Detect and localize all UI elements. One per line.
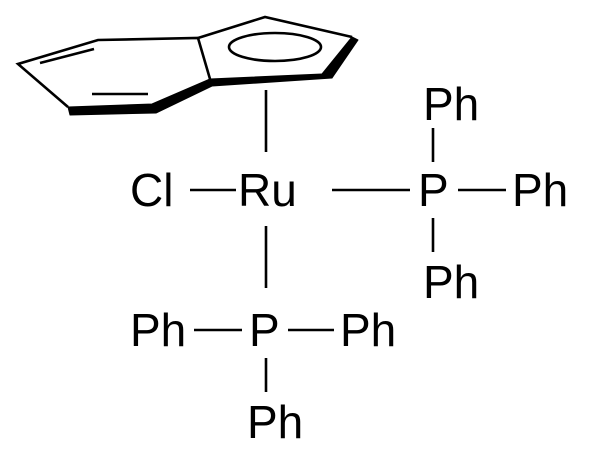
ru-atom: Ru (238, 164, 297, 216)
cl-atom: Cl (130, 164, 173, 216)
indenyl-aromatic-circle (227, 31, 323, 63)
indenyl-cp-ring-back (197, 15, 353, 40)
indenyl-ligand (15, 15, 359, 116)
indenyl-cp-right-wedge (321, 36, 359, 79)
p1-atom: P (418, 164, 449, 216)
p2-ph-left: Ph (130, 304, 186, 356)
indenyl-cp-front-wedge (209, 73, 333, 87)
p2-ph-bottom: Ph (247, 396, 303, 448)
indenyl-benzo-inner-bond-1 (39, 47, 95, 65)
p2-atom: P (249, 304, 280, 356)
indenyl-bottom-wedge (67, 78, 213, 116)
p1-ph-right: Ph (512, 164, 568, 216)
p1-ph-bottom: Ph (423, 256, 479, 308)
indenyl-benzo-ring-back (15, 36, 212, 108)
p2-ph-right: Ph (340, 304, 396, 356)
p1-ph-top: Ph (423, 78, 479, 130)
